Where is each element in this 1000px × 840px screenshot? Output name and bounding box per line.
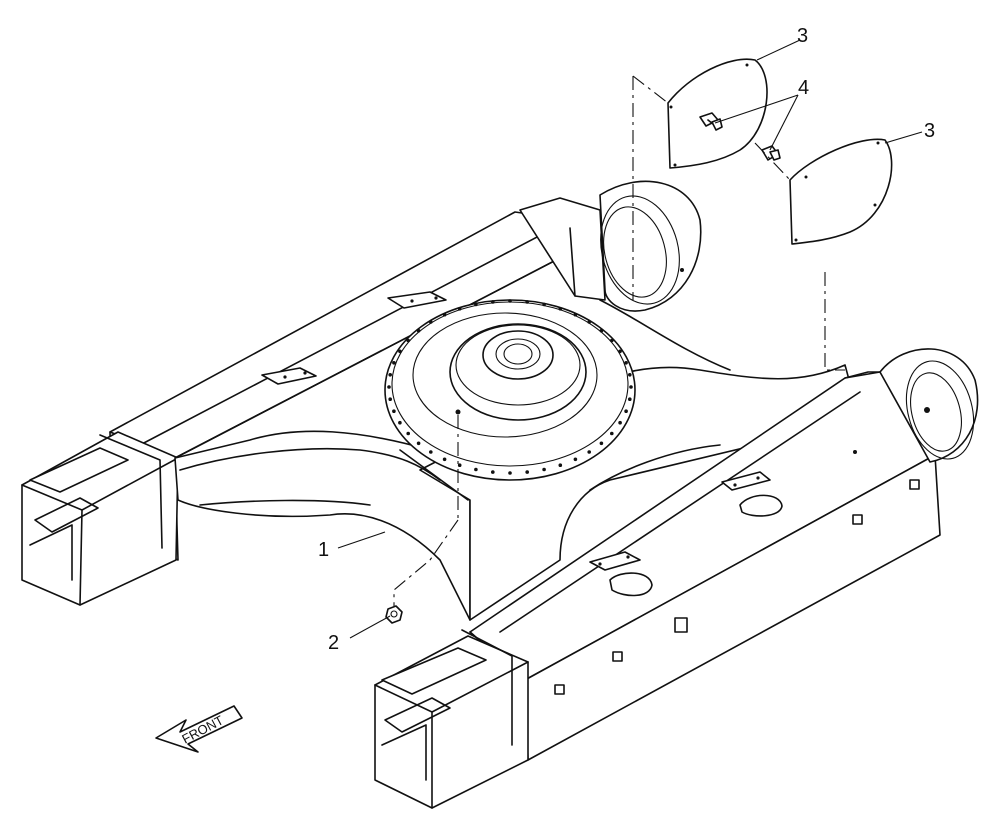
callout-1: 1 <box>318 539 329 561</box>
bolt-hole <box>457 463 462 468</box>
bolt-hole <box>542 302 546 307</box>
bolt-lower <box>761 145 781 161</box>
bolt-hole <box>457 307 462 311</box>
right-rear-boss <box>844 348 979 463</box>
bolt-hole <box>388 373 393 377</box>
bolt-hole <box>628 397 632 402</box>
bolt-hole <box>610 431 614 436</box>
bolt-ring <box>387 299 633 475</box>
swing-bearing <box>384 299 636 481</box>
bolt-hole <box>398 420 402 425</box>
bolt-hole <box>610 338 614 343</box>
bolt-hole <box>442 457 447 462</box>
bolt-hole <box>573 312 578 317</box>
leader-lines <box>337 39 923 639</box>
bolt-hole <box>599 441 604 446</box>
bolt-hole <box>573 457 578 462</box>
cover-plate-lower <box>789 138 893 245</box>
bolt-hole <box>558 307 563 311</box>
bolt-hole <box>587 450 591 454</box>
bolt-hole <box>392 409 396 414</box>
bolt-hole <box>542 467 546 472</box>
bolt-hole <box>474 302 478 307</box>
bolt-hole <box>508 471 512 475</box>
bolt-hole <box>618 420 622 425</box>
bolt-hole <box>628 373 632 377</box>
bolt-hole <box>599 328 604 333</box>
cover-plate-upper <box>667 58 768 169</box>
bolt-hole <box>629 385 633 389</box>
callout-4: 4 <box>798 77 809 99</box>
bolt-hole <box>398 349 402 354</box>
bolt-hole <box>508 299 512 303</box>
callout-3-upper: 3 <box>797 25 808 47</box>
bolt-hole <box>429 320 433 324</box>
bolt-hole <box>406 431 411 436</box>
bolt-hole <box>416 328 421 333</box>
bolt-hole <box>624 409 628 414</box>
bolt-hole <box>406 338 411 343</box>
bolt-hole <box>587 320 591 324</box>
bolt-hole <box>392 361 396 365</box>
left-track-frame <box>21 197 613 606</box>
nut <box>385 605 403 624</box>
bolt-hole <box>558 463 563 468</box>
callout-2: 2 <box>328 632 339 654</box>
bolt-hole <box>388 397 393 402</box>
bolt-hole <box>416 441 421 446</box>
bolt-hole <box>442 312 447 317</box>
front-direction-arrow: FRONT <box>155 705 243 753</box>
right-track-frame <box>374 371 941 809</box>
bolt-hole <box>624 361 628 365</box>
bolt-hole <box>429 450 433 454</box>
bolt-hole <box>474 467 478 472</box>
bolt-upper <box>699 112 723 131</box>
bolt-hole <box>525 300 529 304</box>
bolt-hole <box>387 385 391 389</box>
bolt-hole <box>618 349 622 354</box>
assembly-lines <box>393 75 845 606</box>
left-rear-boss <box>599 180 702 312</box>
callout-3-lower: 3 <box>924 120 935 142</box>
bolt-hole <box>491 470 495 474</box>
bolt-hole <box>491 300 495 304</box>
bolt-hole <box>525 470 529 474</box>
